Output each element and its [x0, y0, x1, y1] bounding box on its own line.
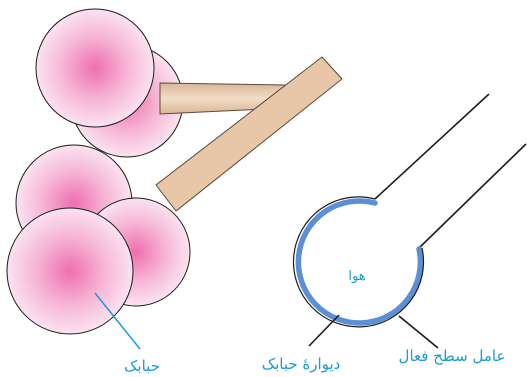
alveolar-cluster: حبابک: [7, 9, 342, 375]
alveolus-sac: [36, 9, 154, 127]
alveolus-section: هوا دیوارهٔ حبابک عامل سطح فعال: [262, 94, 526, 373]
alveolar-wall-leader-line: [309, 315, 339, 346]
alveolar-duct: [156, 57, 342, 211]
airway-wall-line: [375, 94, 489, 199]
surfactant-label: عامل سطح فعال: [399, 347, 506, 365]
airway-wall-line: [419, 144, 526, 248]
air-label: هوا: [348, 269, 365, 284]
surfactant-layer: [298, 201, 420, 323]
alveolus-label: حبابک: [124, 357, 160, 375]
alveolus-sac: [7, 208, 133, 334]
surfactant-leader-line: [399, 316, 438, 348]
alveolar-wall-label: دیوارهٔ حبابک: [262, 355, 341, 373]
